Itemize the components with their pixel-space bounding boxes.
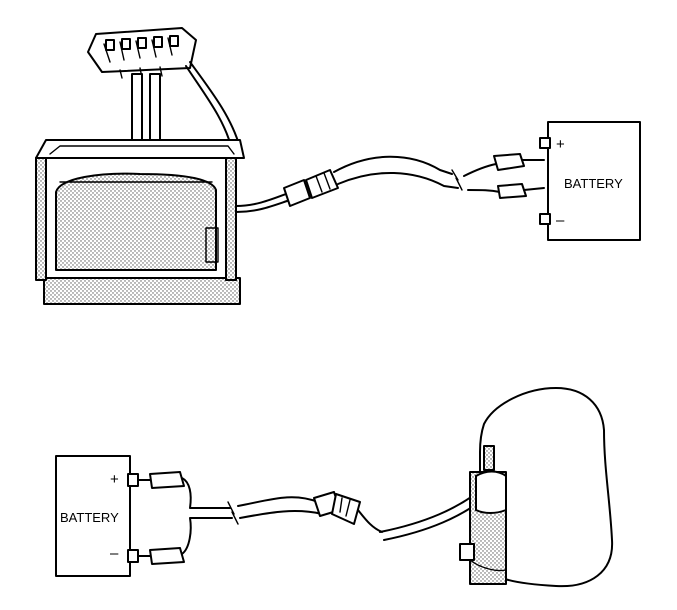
top-battery-plus: +	[556, 136, 565, 153]
top-assembly: + – BATTERY	[35, 27, 641, 305]
battery-case	[35, 139, 245, 305]
top-battery-minus: –	[556, 212, 565, 229]
control-unit	[87, 27, 241, 151]
bottom-battery-minus: –	[110, 545, 119, 562]
bottom-battery-positive-terminal-icon	[127, 473, 139, 487]
bottom-battery-label: BATTERY	[60, 510, 119, 525]
bottom-device	[459, 387, 614, 588]
top-battery-positive-terminal-icon	[539, 137, 551, 149]
top-battery-negative-terminal-icon	[539, 213, 551, 225]
top-battery-label: BATTERY	[564, 176, 623, 191]
bottom-battery-plus: +	[110, 471, 119, 488]
bottom-battery-negative-terminal-icon	[127, 549, 139, 563]
top-harness	[235, 153, 545, 213]
bottom-harness	[137, 471, 495, 565]
top-battery: + – BATTERY	[539, 121, 641, 241]
bottom-assembly: + – BATTERY	[55, 387, 614, 588]
bottom-battery: + – BATTERY	[55, 455, 139, 577]
